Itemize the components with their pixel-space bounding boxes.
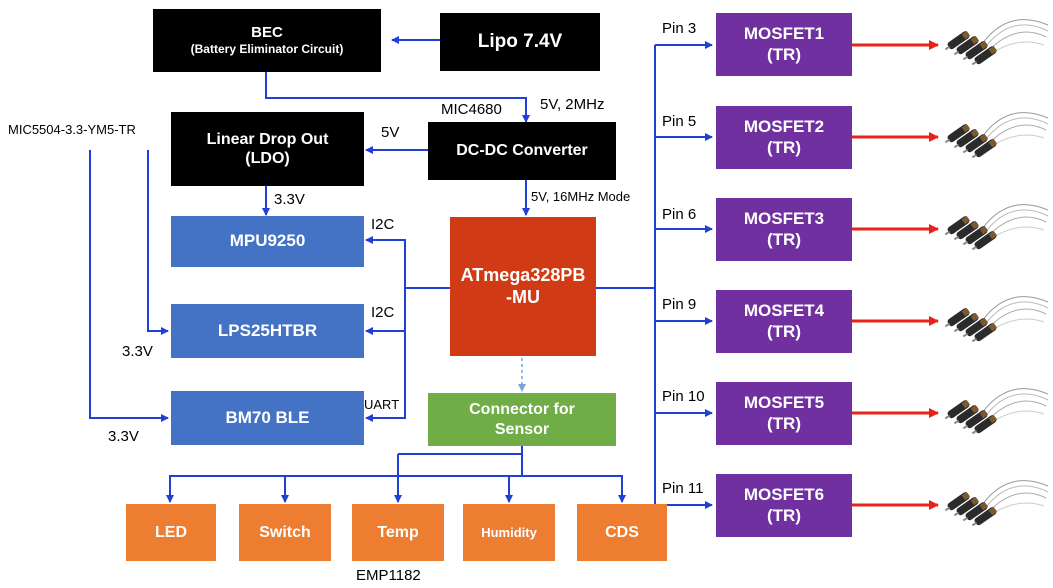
v33-bm70-label: 3.3V	[108, 428, 139, 445]
emp1182-label: EMP1182	[356, 567, 421, 584]
bec-subtitle: (Battery Eliminator Circuit)	[190, 42, 344, 57]
sensor-cds: CDS	[577, 504, 667, 561]
mosfet-name: MOSFET1	[743, 24, 825, 44]
wire-mcu-bus	[365, 236, 450, 289]
mosfet-sub: (TR)	[767, 137, 801, 157]
mic4680-label: MIC4680	[441, 101, 502, 118]
dcdc-title: DC-DC Converter	[456, 142, 588, 160]
wire-bec-dcdc	[265, 72, 530, 123]
coreless-motor-icon	[944, 112, 1049, 159]
ldo-title: Linear Drop Out	[206, 130, 329, 148]
sensor-humidity-label: Humidity	[481, 524, 537, 540]
sensor-temp-label: Temp	[377, 523, 419, 541]
sensor-humidity: Humidity	[463, 504, 555, 561]
bm70-title: BM70 BLE	[225, 407, 310, 427]
mcu-title: ATmega328PB	[460, 264, 586, 285]
lps-block: LPS25HTBR	[171, 304, 364, 358]
sensor-cds-label: CDS	[605, 523, 639, 541]
mpu-title: MPU9250	[229, 231, 306, 251]
mosfet-name: MOSFET2	[743, 117, 825, 137]
pin-label: Pin 6	[662, 206, 697, 223]
mosfet-sub: (TR)	[767, 229, 801, 249]
sensor-switch-label: Switch	[259, 523, 311, 541]
mosfet-block: MOSFET1(TR)	[716, 13, 852, 76]
mosfet-block: MOSFET5(TR)	[716, 382, 852, 445]
wire-bus-bm70	[365, 331, 406, 422]
wire-ldo-lps	[147, 150, 169, 335]
dcdc-block: DC-DC Converter	[428, 122, 616, 180]
ldo-block: Linear Drop Out (LDO)	[171, 112, 364, 186]
pin-label: Pin 11	[662, 480, 704, 497]
lps-title: LPS25HTBR	[217, 320, 318, 340]
mosfet-name: MOSFET5	[743, 393, 825, 413]
bm70-block: BM70 BLE	[171, 391, 364, 445]
mosfet-sub: (TR)	[767, 321, 801, 341]
mosfet-sub: (TR)	[767, 44, 801, 64]
mosfet-name: MOSFET6	[743, 485, 825, 505]
v33-lps-label: 3.3V	[122, 343, 153, 360]
pin-label: Pin 9	[662, 296, 697, 313]
sensor-switch: Switch	[239, 504, 331, 561]
connector-block: Connector for Sensor	[428, 393, 616, 446]
mosfet-block: MOSFET3(TR)	[716, 198, 852, 261]
sensor-led: LED	[126, 504, 216, 561]
v5-label: 5V	[381, 124, 400, 141]
coreless-motor-icon	[944, 19, 1049, 66]
mcu-block: ATmega328PB -MU	[450, 217, 596, 356]
coreless-motor-icon	[944, 388, 1049, 435]
mosfet-block: MOSFET2(TR)	[716, 106, 852, 169]
mosfet-block: MOSFET6(TR)	[716, 474, 852, 537]
coreless-motor-icon	[944, 204, 1049, 251]
v5-2mhz-label: 5V, 2MHz	[540, 96, 605, 113]
lipo-block: Lipo 7.4V	[440, 13, 600, 71]
mosfet-sub: (TR)	[767, 413, 801, 433]
sensor-led-label: LED	[155, 523, 187, 541]
connector-subtitle: Sensor	[494, 420, 550, 438]
uart-label: UART	[364, 397, 400, 412]
sensor-temp: Temp	[352, 504, 444, 561]
coreless-motor-icon	[944, 480, 1049, 527]
i2c-label-2: I2C	[371, 304, 395, 321]
v5-16mhz-label: 5V, 16MHz Mode	[531, 189, 631, 204]
pin-label: Pin 5	[662, 113, 697, 130]
v33-top-label: 3.3V	[274, 191, 305, 208]
i2c-label-1: I2C	[371, 216, 395, 233]
coreless-motor-icon	[944, 296, 1049, 343]
mpu-block: MPU9250	[171, 216, 364, 267]
bec-block: BEC (Battery Eliminator Circuit)	[153, 9, 381, 72]
mosfet-sub: (TR)	[767, 505, 801, 525]
mosfet-name: MOSFET4	[743, 301, 825, 321]
ldo-subtitle: (LDO)	[245, 150, 290, 167]
mosfet-name: MOSFET3	[743, 209, 825, 229]
mcu-subtitle: -MU	[506, 286, 540, 307]
pin-label: Pin 10	[662, 388, 705, 405]
mosfet-block: MOSFET4(TR)	[716, 290, 852, 353]
lipo-title: Lipo 7.4V	[477, 30, 563, 52]
mic5504-label: MIC5504-3.3-YM5-TR	[8, 122, 136, 137]
wire-ldo-bm70	[89, 150, 169, 422]
wire-connector-sensors	[166, 446, 523, 503]
bec-title: BEC	[251, 24, 283, 42]
pin-label: Pin 3	[662, 20, 697, 37]
connector-title: Connector for	[469, 401, 575, 419]
